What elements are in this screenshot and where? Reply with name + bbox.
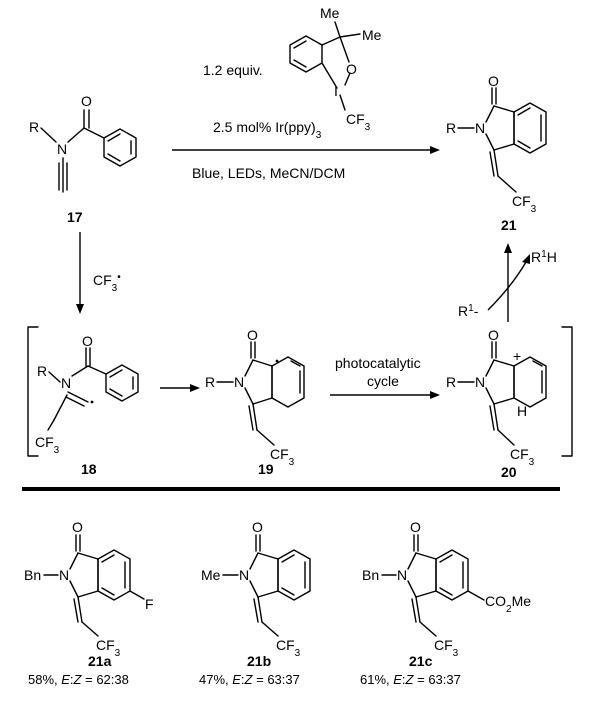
cyclization-arrow [160, 384, 200, 392]
r1-anion-label: R1- [458, 303, 479, 320]
compound-18: R N O CF3 [35, 333, 139, 456]
svg-text:N: N [59, 567, 69, 583]
product-21b-structure: Me N O CF3 [201, 519, 311, 659]
svg-text:Bn: Bn [362, 567, 379, 583]
svg-text:O: O [346, 61, 357, 77]
svg-text:R: R [446, 120, 456, 136]
elimination-arrow [487, 243, 530, 322]
svg-text:N: N [475, 374, 485, 390]
label-21c: 21c [409, 653, 433, 669]
label-21b: 21b [247, 653, 271, 669]
intermediate-brackets [27, 326, 573, 457]
svg-text:N: N [397, 567, 407, 583]
photocatalytic-label-1: photocatalytic [335, 355, 421, 371]
radical-addition-arrow [76, 232, 84, 314]
svg-text:N: N [57, 141, 67, 157]
svg-text:N: N [239, 567, 249, 583]
cf3-radical-label: CF3• [93, 272, 121, 294]
reagent-amount: 1.2 equiv. [203, 62, 263, 78]
svg-text:CF3: CF3 [434, 637, 459, 659]
svg-text:O: O [72, 519, 83, 535]
svg-text:Me: Me [320, 5, 340, 21]
svg-text:O: O [410, 519, 421, 535]
svg-text:F: F [145, 596, 154, 612]
svg-text:CF3: CF3 [346, 111, 371, 133]
label-18: 18 [81, 461, 97, 477]
svg-text:R: R [37, 363, 47, 379]
conditions-label: Blue, LEDs, MeCN/DCM [192, 165, 345, 181]
svg-text:CF3: CF3 [270, 446, 295, 468]
svg-text:CO2Me: CO2Me [485, 593, 531, 615]
r1h-label: R1H [531, 249, 557, 266]
photocatalytic-arrow [330, 391, 440, 399]
product-21c-structure: Bn N O CO2Me CF3 [362, 519, 531, 659]
label-19: 19 [258, 461, 274, 477]
compound-21: R N O CF3 [446, 73, 547, 215]
svg-text:Bn: Bn [24, 567, 41, 583]
svg-text:CF3: CF3 [512, 193, 537, 215]
svg-text:R: R [29, 119, 39, 135]
label-21: 21 [501, 217, 517, 233]
svg-text:N: N [234, 374, 244, 390]
product-21a-structure: Bn N O F CF3 [24, 519, 154, 659]
yield-21a: 58%, E:Z = 62:38 [28, 672, 129, 687]
togni-reagent: Me Me O I CF3 [289, 5, 382, 133]
svg-text:Me: Me [201, 567, 221, 583]
svg-text:H: H [517, 403, 527, 419]
yield-21b: 47%, E:Z = 63:37 [199, 672, 300, 687]
svg-text:N: N [61, 375, 71, 391]
svg-text:I: I [334, 83, 338, 99]
label-20: 20 [501, 464, 517, 480]
yield-21c: 61%, E:Z = 63:37 [360, 672, 461, 687]
svg-text:N: N [475, 120, 485, 136]
svg-text:O: O [252, 519, 263, 535]
catalyst-label: 2.5 mol% Ir(ppy)3 [213, 119, 322, 141]
svg-text:CF3: CF3 [276, 637, 301, 659]
svg-text:O: O [247, 327, 258, 343]
svg-text:O: O [81, 93, 92, 109]
svg-text:Me: Me [362, 27, 382, 43]
compound-19: R N O CF3 [205, 327, 305, 468]
svg-text:O: O [488, 73, 499, 89]
svg-text:+: + [513, 348, 521, 364]
svg-text:O: O [488, 327, 499, 343]
svg-text:CF3: CF3 [35, 434, 60, 456]
svg-text:R: R [446, 374, 456, 390]
label-21a: 21a [88, 653, 112, 669]
label-17: 17 [67, 209, 83, 225]
svg-text:O: O [82, 333, 93, 349]
main-reaction-arrow [172, 146, 440, 154]
svg-text:R: R [205, 374, 215, 390]
compound-20: R N O + H CF3 [446, 327, 547, 468]
photocatalytic-label-2: cycle [367, 373, 399, 389]
compound-17: R N O [29, 93, 137, 193]
